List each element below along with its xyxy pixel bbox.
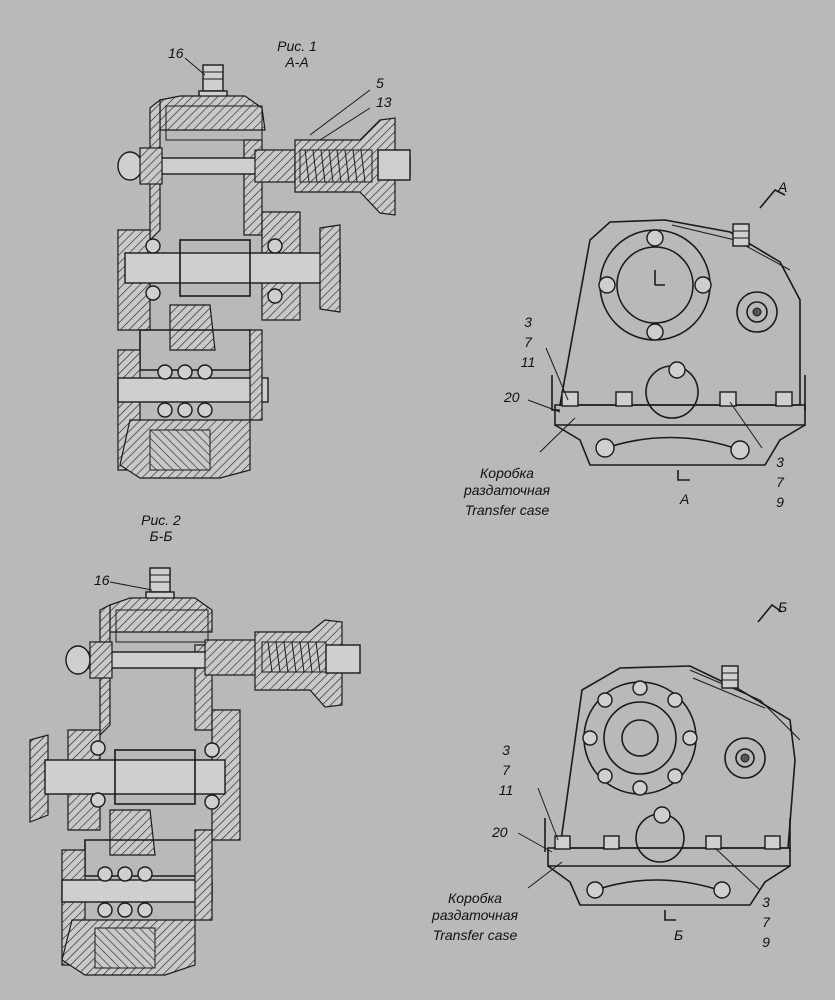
view-a-callout-20: 20 [504,389,520,405]
view-b-section-mark-bottom: Б [674,927,684,943]
figure-2-title: Рис. 2 Б-Б [132,512,190,544]
view-a-section-mark-top: А [778,179,788,195]
callout-7: 7 [776,474,784,490]
view-b-callout-20: 20 [492,824,508,840]
section-aa-drawing [117,64,411,479]
callout-7: 7 [524,334,532,350]
figure-2-caption: Рис. 2 [141,512,181,528]
callout-3: 3 [524,314,532,330]
callout-16-fig1: 16 [168,45,184,61]
caption-en: Transfer case [432,927,518,943]
view-b-left-callouts: 3 7 11 [496,740,516,800]
figure-1-section: А-А [285,54,309,70]
view-b-drawing [517,603,801,921]
view-a-drawing [527,189,806,481]
caption-ru-line2: раздаточная [431,907,519,923]
figure-2-section: Б-Б [149,528,173,544]
callout-5-fig1: 5 [376,75,384,91]
view-b-section-mark-top: Б [778,599,788,615]
caption-ru-line2: раздаточная [463,482,551,498]
callout-9: 9 [776,494,784,510]
view-a-right-callouts: 3 7 9 [770,452,790,512]
callout-leaders [109,57,371,591]
figure-1-caption: Рис. 1 [277,38,317,54]
callout-16-fig2: 16 [94,572,110,588]
view-a-section-mark-bottom: А [680,491,690,507]
view-b-right-callouts: 3 7 9 [756,892,776,952]
caption-ru-line1: Коробка [480,465,534,481]
callout-7: 7 [762,914,770,930]
caption-ru-line1: Коробка [448,890,502,906]
figure-1-title: Рис. 1 А-А [268,38,326,70]
callout-7: 7 [502,762,510,778]
caption-en: Transfer case [464,502,550,518]
callout-3: 3 [502,742,510,758]
callout-11: 11 [498,782,514,798]
callout-3: 3 [776,454,784,470]
callout-11: 11 [520,354,536,370]
view-a-left-callouts: 3 7 11 [518,312,538,372]
view-b-caption: Коробка раздаточная Transfer case [420,890,530,944]
callout-13-fig1: 13 [376,94,392,110]
view-a-caption: Коробка раздаточная Transfer case [452,465,562,519]
callout-9: 9 [762,934,770,950]
callout-3: 3 [762,894,770,910]
section-bb-drawing [29,567,361,976]
